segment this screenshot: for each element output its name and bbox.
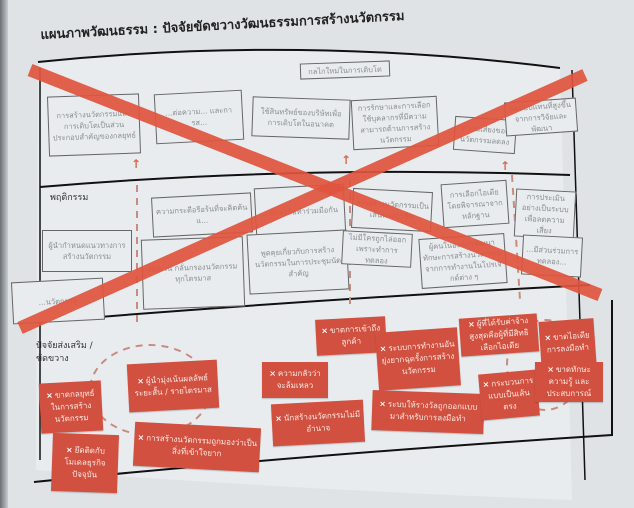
- x-mark-icon: ×: [482, 379, 490, 390]
- barrier-text: ขาดไอเดีย การลงมือทำ: [546, 330, 590, 355]
- barrier-box: ×ขาดกลยุทธ์ในการสร้างนวัตกรรม: [38, 380, 104, 434]
- barrier-box: ×นักสร้างนวัตกรรมไม่มีอำนาจ: [270, 399, 366, 447]
- behavior-box: พูดคุยเกี่ยวกับการสร้างนวัตกรรมในการประช…: [246, 229, 350, 295]
- behavior-box: ผู้คนในองค์กรพัฒนาทักษะการสร้างนวัตกรรมจ…: [418, 233, 508, 289]
- behavior-text: ...มีส่วนร่วมการทดลอง...: [526, 244, 579, 267]
- outcome-text: การสร้างนวัตกรรมและการเติบโตเป็นส่วนประก…: [52, 108, 137, 142]
- barrier-box: ×ผู้นำมุ่งเน้นผลลัพธ์ ระยะสั้น / รายไตรม…: [126, 359, 220, 413]
- barrier-text: ระบบให้รางวัลถูกออกแบบมาสำหรับการลงมือทำ: [387, 399, 478, 424]
- x-mark-icon: ×: [137, 432, 145, 443]
- barrier-box: ×กระบวนการแบบเป็นเส้นตรง: [478, 369, 540, 421]
- x-mark-icon: ×: [269, 369, 276, 378]
- barrier-box: ×ขาดทักษะ ความรู้ และประสบการณ์: [535, 362, 603, 402]
- book-spine: [0, 0, 8, 508]
- barrier-text: ผู้นำมุ่งเน้นผลลัพธ์ ระยะสั้น / รายไตรมา…: [134, 373, 213, 399]
- x-mark-icon: ×: [379, 344, 387, 354]
- barrier-box: ×ระบบให้รางวัลถูกออกแบบมาสำหรับการลงมือท…: [371, 390, 485, 434]
- barrier-box: ×ยึดติดกับโมเดลธุรกิจปัจจุบัน: [51, 432, 119, 494]
- behavior-text: ...นวัตกรรม: [38, 295, 78, 307]
- barrier-text: ระบบการทำงานอันยุ่งยากฉุดรั้งการสร้างนวั…: [381, 339, 455, 377]
- x-mark-icon: ×: [45, 390, 54, 401]
- factors-row-label: ปัจจัยส่งเสริม / ขัดขวาง: [36, 341, 93, 364]
- behavior-text: ความกระตือรือร้นที่จะคิดค้นแ...: [155, 202, 248, 226]
- behavior-box: การสร้างนวัตกรรมเป็นเส้นทางอาชีพ: [351, 187, 433, 233]
- behavior-box: ผู้นำกำหนดแนวทางการสร้างนวัตกรรม: [42, 230, 132, 272]
- barrier-text: ผู้ที่ได้รับค่าจ้างสูงสุดคือผู้ที่มีสิทธ…: [469, 315, 529, 353]
- outcome-text: ...ต่อความ... และการส...: [165, 105, 233, 128]
- outcome-box: การรักษาและการเลือกใช้บุคลากรที่มีความสา…: [350, 95, 440, 151]
- behavior-box: การประเมินอย่างเป็นระบบเพื่อลดความเสี่ยง: [513, 188, 577, 240]
- behavior-text: ไม่มีใครถูกไล่ออกเพราะทำการทดลอง: [348, 232, 407, 266]
- behavior-box: ไม่มีใครถูกไล่ออกเพราะทำการทดลอง: [341, 230, 413, 268]
- barrier-text: นักสร้างนวัตกรรมไม่มีอำนาจ: [283, 409, 361, 434]
- barrier-text: ความกลัวว่าจะล้มเหลว: [276, 369, 321, 390]
- x-mark-icon: ×: [137, 376, 145, 386]
- behavior-box: ...มีส่วนร่วมการทดลอง...: [520, 234, 584, 278]
- x-mark-icon: ×: [65, 445, 73, 455]
- barrier-box: ×ขาดไอเดีย การลงมือทำ: [538, 318, 597, 368]
- behavior-box: ความกระตือรือร้นที่จะคิดค้นแ...: [151, 192, 253, 238]
- x-mark-icon: ×: [274, 413, 283, 424]
- outcome-box: ใช้สินทรัพย์ของบริษัทเพื่อการเติบโตในอนา…: [251, 96, 351, 140]
- outcome-text: ผลตอบแทนที่สูงขึ้นจากการวิจัยและพัฒนา: [509, 99, 572, 134]
- x-mark-icon: ×: [467, 319, 476, 330]
- behavior-text: การประเมินอย่างเป็นระบบเพื่อลดความเสี่ยง: [521, 192, 569, 236]
- x-mark-icon: ×: [320, 326, 329, 336]
- x-mark-icon: ×: [379, 399, 387, 409]
- barrier-box: ×ผู้ที่ได้รับค่าจ้างสูงสุดคือผู้ที่มีสิท…: [458, 313, 540, 357]
- behavior-box: ...นวัตกรรม: [10, 277, 106, 325]
- outcome-text: กลไกใหม่ในการเติบโต: [308, 64, 382, 76]
- behavior-text: ...นักลงมือทำร่วมมือกัน: [261, 204, 339, 218]
- behavior-text: การสร้างนวัตกรรมเป็นเส้นทางอาชีพ: [355, 198, 430, 222]
- barrier-text: ขาดกลยุทธ์ในการสร้างนวัตกรรม: [50, 388, 95, 424]
- outcome-text: การรักษาและการเลือกใช้บุคลากรที่มีความสา…: [357, 100, 431, 145]
- outcome-box: กลไกใหม่ในการเติบโต: [299, 60, 391, 80]
- behavior-text: ผู้คนในองค์กรพัฒนาทักษะการสร้างนวัตกรรมจ…: [422, 237, 503, 283]
- barrier-box: ×ระบบการทำงานอันยุ่งยากฉุดรั้งการสร้างนว…: [375, 327, 461, 391]
- barrier-text: กระบวนการแบบเป็นเส้นตรง: [487, 375, 534, 412]
- behavior-text: ผู้นำกำหนดแนวทางการสร้างนวัตกรรม: [48, 241, 126, 261]
- behavior-row-label: พฤติกรรม: [50, 193, 89, 203]
- behavior-text: พูดคุยเกี่ยวกับการสร้างนวัตกรรมในการประช…: [254, 244, 342, 279]
- outcome-text: ความเสี่ยงของนวัตกรรมลดลง: [459, 123, 510, 147]
- behavior-text: การเลือกไอเดียโดยพิจารณาจากหลักฐาน: [447, 186, 503, 221]
- x-mark-icon: ×: [547, 365, 554, 374]
- barrier-text: ขาดทักษะ ความรู้ และประสบการณ์: [546, 365, 592, 398]
- outcome-box: การสร้างนวัตกรรมและการเติบโตเป็นส่วนประก…: [46, 93, 142, 157]
- barrier-text: ขาดการเข้าถึงลูกค้า: [329, 323, 381, 347]
- behavior-box: การเลือกไอเดียโดยพิจารณาจากหลักฐาน: [440, 179, 510, 229]
- barrier-box: ×ความกลัวว่าจะล้มเหลว: [262, 362, 328, 398]
- outcome-box: ผลตอบแทนที่สูงขึ้นจากการวิจัยและพัฒนา: [503, 97, 579, 137]
- outcome-box: ...ต่อความ... และการส...: [153, 89, 245, 145]
- behavior-text: ทบทวน กลั่นกรองนวัตกรรม ทุกไตรมาส: [148, 261, 238, 284]
- x-mark-icon: ×: [544, 333, 552, 343]
- outcome-text: ใช้สินทรัพย์ของบริษัทเพื่อการเติบโตในอนา…: [260, 106, 342, 130]
- barrier-text: การสร้างนวัตกรรมถูกมองว่าเป็นสิ่งที่เข้า…: [146, 433, 258, 459]
- barrier-box: ×การสร้างนวัตกรรมถูกมองว่าเป็นสิ่งที่เข้…: [132, 421, 262, 473]
- behavior-box: ทบทวน กลั่นกรองนวัตกรรม ทุกไตรมาส: [140, 236, 246, 310]
